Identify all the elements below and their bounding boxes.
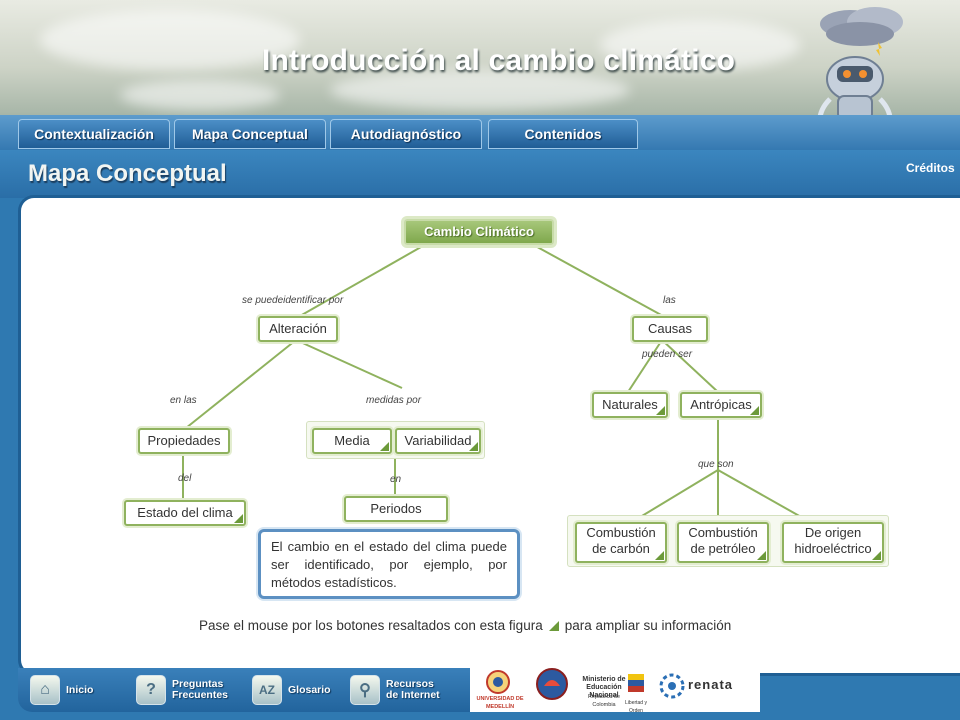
home-button-label: Inicio [66, 683, 94, 696]
node-line: De origen [804, 525, 862, 540]
info-tooltip: El cambio en el estado del clima puede s… [258, 529, 520, 599]
node-combustion-petroleo[interactable]: Combustión de petróleo [677, 522, 769, 563]
credits-link[interactable]: Créditos [906, 161, 955, 175]
node-antropicas[interactable]: Antrópicas [680, 392, 762, 418]
node-estado-del-clima[interactable]: Estado del clima [124, 500, 246, 526]
ministerio-sub-text: República de Colombia [587, 694, 621, 708]
node-origen-hidroelectrico[interactable]: De origen hidroeléctrico [782, 522, 884, 563]
hint-before: Pase el mouse por los botones resaltados… [199, 618, 543, 633]
label-medidas-por: medidas por [366, 395, 422, 406]
label-las: las [663, 295, 676, 306]
label-en-las: en las [170, 395, 197, 406]
glossary-button[interactable]: AZ Glosario [252, 675, 331, 705]
node-combustion-carbon[interactable]: Combustión de carbón [575, 522, 667, 563]
faq-button-label: Preguntas Frecuentes [172, 678, 229, 701]
node-alteracion[interactable]: Alteración [258, 316, 338, 342]
label-del: del [178, 473, 192, 484]
ministerio-logo-text: Ministerio de Educación Nacional [582, 676, 626, 699]
tab-mapa-conceptual[interactable]: Mapa Conceptual [174, 119, 326, 149]
node-variabilidad[interactable]: Variabilidad [395, 428, 481, 454]
partner-logos [470, 668, 760, 712]
colombia-coat-of-arms-icon [628, 674, 644, 692]
tab-contenidos[interactable]: Contenidos [488, 119, 638, 149]
page-title: Mapa Conceptual [28, 160, 227, 187]
glossary-az-icon: AZ [252, 675, 282, 705]
node-propiedades[interactable]: Propiedades [138, 428, 230, 454]
section-header [0, 150, 960, 198]
internet-resources-button-label: Recursos de Internet [386, 678, 440, 701]
corner-triangle-icon [548, 621, 559, 631]
label-que-son: que son [698, 459, 734, 470]
tab-contextualizacion[interactable]: Contextualización [18, 119, 170, 149]
app-title: Introducción al cambio climático [262, 44, 736, 77]
footer-bar [18, 668, 478, 712]
node-media[interactable]: Media [312, 428, 392, 454]
renata-logo-text: renata [688, 677, 734, 692]
node-causas[interactable]: Causas [632, 316, 708, 342]
node-line: de petróleo [690, 541, 756, 556]
faq-button[interactable]: ? Preguntas Frecuentes [136, 675, 228, 705]
label-identificar: se puedeidentificar por [242, 295, 344, 306]
hint-after: para ampliar su información [564, 618, 732, 633]
label-en: en [390, 474, 402, 485]
glossary-button-label: Glosario [288, 683, 331, 696]
question-icon: ? [136, 675, 166, 705]
home-icon: ⌂ [30, 675, 60, 705]
internet-resources-button[interactable]: ⚲ Recursos de Internet [350, 675, 440, 705]
renata-logo-icon [659, 673, 685, 699]
institution-shield-icon [536, 668, 568, 700]
home-button[interactable]: ⌂ Inicio [30, 675, 93, 705]
node-line: Combustión [688, 525, 758, 540]
node-line: hidroeléctrico [794, 541, 872, 556]
libertad-logo-text: Libertad y Orden [625, 700, 647, 714]
node-cambio-climatico[interactable]: Cambio Climático [404, 219, 554, 245]
hint-text: Pase el mouse por los botones resaltados… [199, 618, 731, 633]
node-naturales[interactable]: Naturales [592, 392, 668, 418]
node-periodos[interactable]: Periodos [344, 496, 448, 522]
label-pueden-ser: pueden ser [642, 349, 693, 360]
udem-logo-text: UNIVERSIDAD DE MEDELLÍN [476, 696, 524, 710]
udem-seal-icon [486, 670, 510, 694]
node-line: Combustión [586, 525, 656, 540]
magnifier-icon: ⚲ [350, 675, 380, 705]
tab-autodiagnostico[interactable]: Autodiagnóstico [330, 119, 482, 149]
node-line: de carbón [592, 541, 650, 556]
